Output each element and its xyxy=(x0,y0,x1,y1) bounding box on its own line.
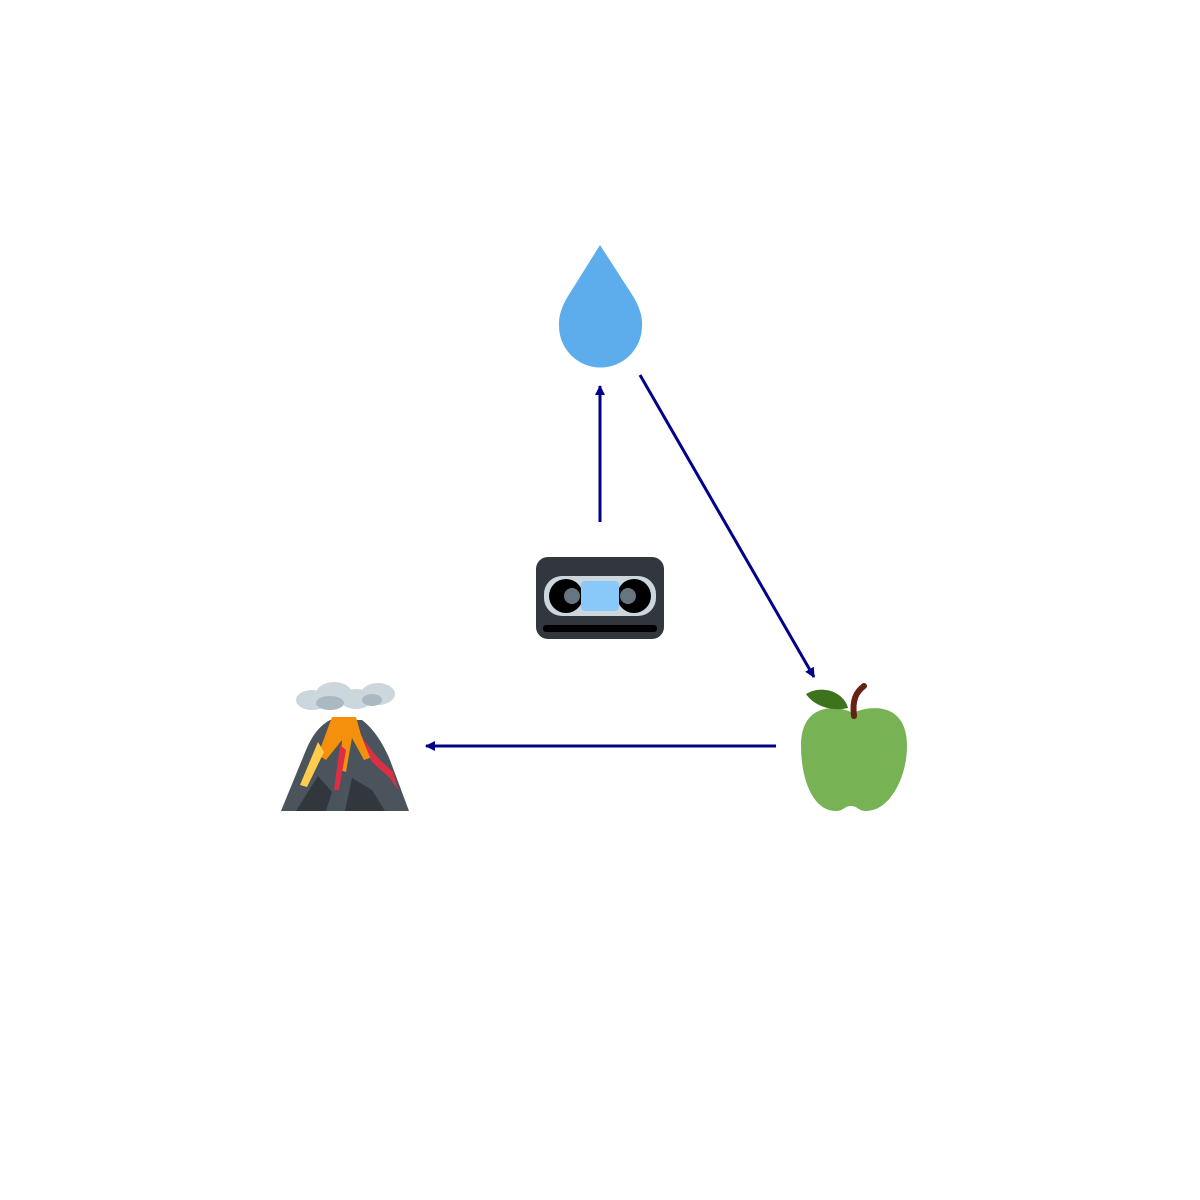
edge-water-drop-to-green-apple xyxy=(638,374,816,678)
droplet-icon xyxy=(558,245,643,368)
volcano-icon xyxy=(281,682,409,811)
videocassette-icon xyxy=(536,557,664,639)
green-apple-icon xyxy=(801,683,907,811)
